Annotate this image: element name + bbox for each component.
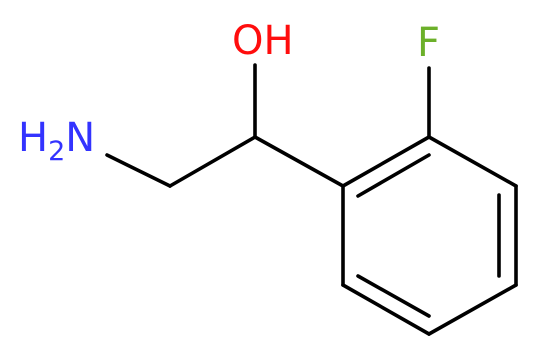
amine-nitrogen: N [65,115,95,161]
amine-subscript: 2 [48,136,65,167]
ring-bond-1-inner [356,153,431,198]
ring-bond-5-inner [356,274,431,318]
amine-label: H2N [18,115,95,167]
ring-bond-2 [427,135,518,188]
hydroxyl-label: OH [232,18,294,64]
bond-ch2-choh [168,135,257,188]
bond-n-ch2 [105,153,172,188]
ring-bond-5 [341,283,431,336]
ring-bond-4 [427,283,518,336]
ring-bond-1 [341,135,431,188]
fluorine-label: F [417,20,440,66]
amine-hydrogen: H [18,115,48,161]
bonds [105,63,518,336]
bond-choh-ring [253,135,345,188]
